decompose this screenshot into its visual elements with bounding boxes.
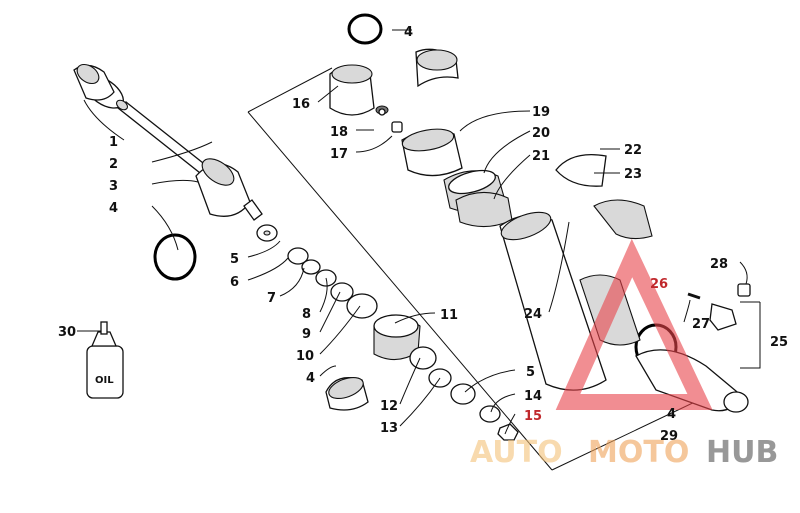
part-4-bearing-top — [415, 48, 459, 88]
label-15: 15 — [524, 409, 542, 424]
part-4-cup-lower — [325, 376, 369, 411]
label-2: 2 — [109, 157, 118, 172]
label-4-top: 4 — [404, 25, 413, 40]
label-27: 27 — [692, 317, 710, 332]
label-29: 29 — [660, 429, 678, 444]
part-17-18-bolt — [378, 108, 403, 133]
part-23-retainer — [593, 199, 653, 240]
part-4-oring-left — [153, 233, 197, 281]
part-11-piston — [373, 314, 421, 361]
label-22: 22 — [624, 143, 642, 158]
label-26: 26 — [650, 277, 668, 292]
part-1-cap — [73, 63, 124, 109]
part-4-oring-top — [347, 13, 383, 45]
label-14: 14 — [524, 389, 542, 404]
part-3-seal-head — [195, 158, 263, 221]
label-4-right: 4 — [667, 407, 676, 422]
washer-stack-lower — [409, 346, 519, 441]
label-5-upper: 5 — [230, 252, 239, 267]
watermark-auto: AUTO — [470, 435, 563, 470]
part-21-lock-ring — [455, 191, 513, 228]
label-25: 25 — [770, 335, 788, 350]
part-16-reservoir-cap — [329, 64, 389, 116]
label-17: 17 — [330, 147, 348, 162]
label-16: 16 — [292, 97, 310, 112]
part-19-sleeve — [401, 128, 463, 177]
label-18: 18 — [330, 125, 348, 140]
oil-bottle-text: OIL — [95, 375, 114, 386]
label-4-lower: 4 — [306, 371, 315, 386]
label-3: 3 — [109, 179, 118, 194]
label-9: 9 — [302, 327, 311, 342]
label-8: 8 — [302, 307, 311, 322]
part-22-clip — [555, 153, 607, 187]
part-28-valve-cap — [737, 283, 751, 297]
label-20: 20 — [532, 126, 550, 141]
label-19: 19 — [532, 105, 550, 120]
label-30: 30 — [58, 325, 76, 340]
label-6: 6 — [230, 275, 239, 290]
part-30-oil-bottle: OIL — [86, 321, 124, 399]
watermark: AUTO MOTO HUB — [470, 238, 778, 470]
label-1: 1 — [109, 135, 118, 150]
watermark-moto: MOTO — [588, 435, 689, 470]
label-7: 7 — [267, 291, 276, 306]
label-10: 10 — [296, 349, 314, 364]
leader-lines — [77, 29, 761, 435]
label-21: 21 — [532, 149, 550, 164]
label-12: 12 — [380, 399, 398, 414]
label-4-left: 4 — [109, 201, 118, 216]
label-23: 23 — [624, 167, 642, 182]
label-24: 24 — [524, 307, 542, 322]
watermark-logo-triangle — [555, 238, 713, 410]
label-11: 11 — [440, 308, 458, 323]
part-27-valve-core — [709, 303, 737, 331]
label-13: 13 — [380, 421, 398, 436]
part-labels: 1 2 3 4 4 4 4 5 5 6 7 8 9 10 11 12 13 14… — [58, 25, 788, 444]
label-5-lower: 5 — [526, 365, 535, 380]
watermark-hub: HUB — [706, 435, 778, 470]
label-28: 28 — [710, 257, 728, 272]
part-26-small-pin — [687, 292, 701, 300]
